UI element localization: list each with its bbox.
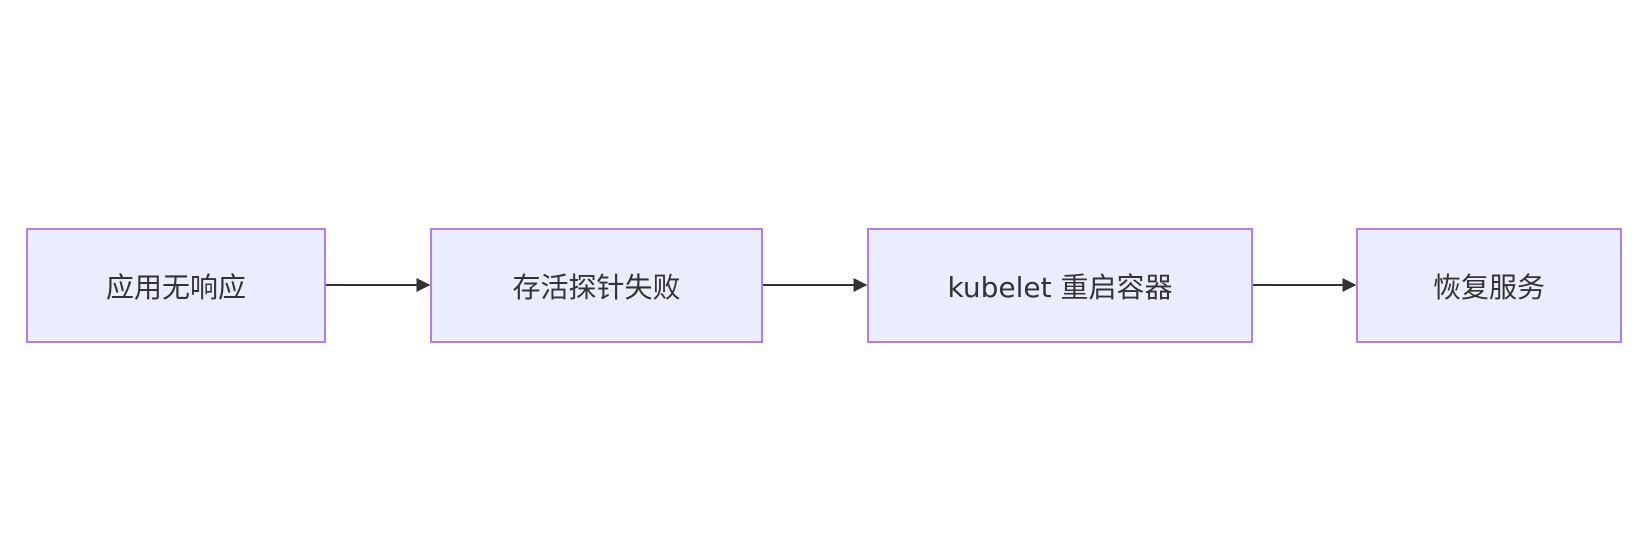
- node-kubelet-restart-container: kubelet 重启容器: [867, 228, 1253, 343]
- node-label: 恢复服务: [1432, 270, 1545, 304]
- node-label: kubelet 重启容器: [947, 270, 1173, 304]
- node-app-unresponsive: 应用无响应: [26, 228, 326, 343]
- node-service-restored: 恢复服务: [1356, 228, 1622, 343]
- node-label: 存活探针失败: [512, 270, 681, 304]
- node-label: 应用无响应: [105, 270, 246, 304]
- node-liveness-probe-failed: 存活探针失败: [430, 228, 763, 343]
